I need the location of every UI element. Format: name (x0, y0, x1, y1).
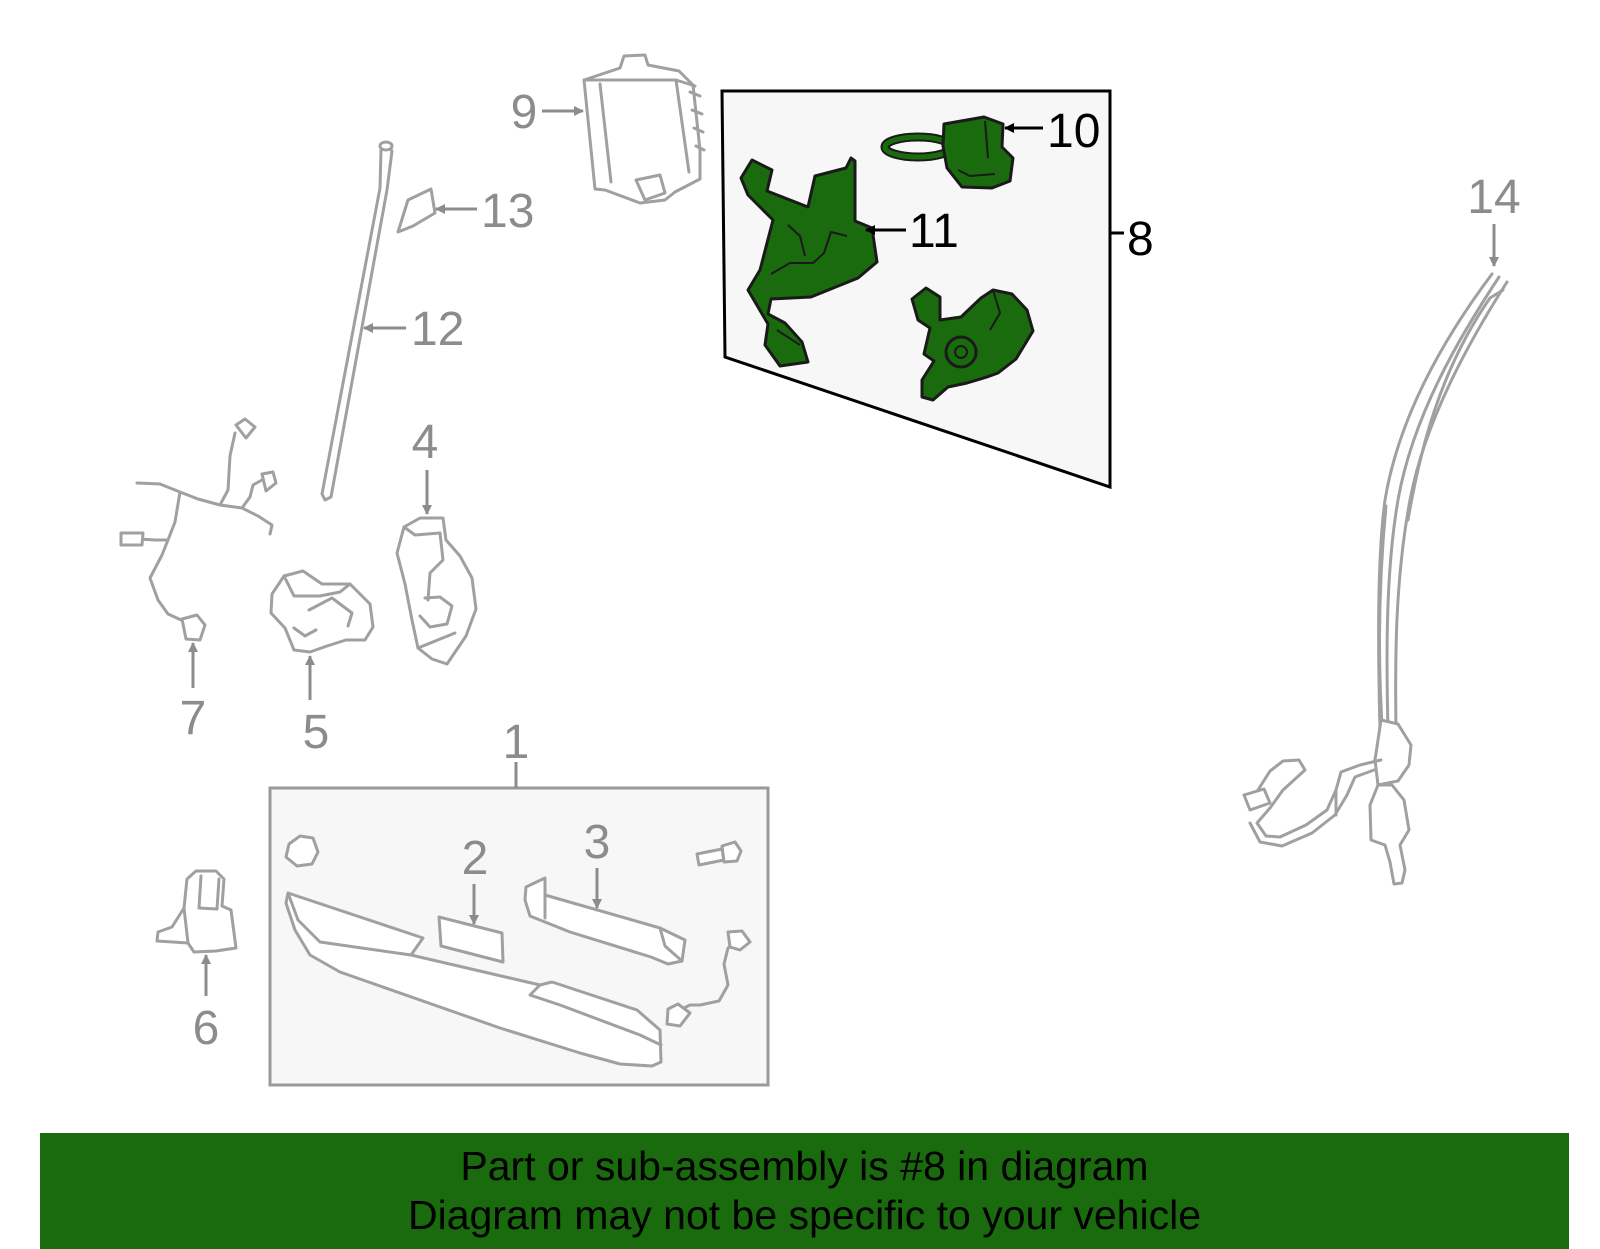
callout-2: 2 (462, 832, 489, 925)
callout-7: 7 (180, 642, 207, 745)
callout-label-11: 11 (909, 205, 959, 258)
callout-5: 5 (303, 655, 330, 759)
part-4-latch[interactable] (395, 516, 478, 666)
part-9-control-module[interactable] (582, 53, 706, 205)
part-12-rod[interactable] (320, 140, 394, 502)
callout-label-10: 10 (1047, 105, 1100, 158)
callout-label-3: 3 (584, 816, 611, 869)
callout-label-7: 7 (180, 692, 207, 745)
callout-6: 6 (193, 954, 220, 1055)
banner-line-part: Part or sub-assembly is #8 in diagram (460, 1143, 1149, 1189)
part-8-latch-mechanism[interactable] (910, 286, 1035, 402)
callout-9: 9 (511, 86, 584, 139)
part-3-trim-strip[interactable] (523, 876, 687, 966)
callout-label-13: 13 (481, 185, 534, 238)
callout-label-1: 1 (503, 716, 530, 769)
callout-4: 4 (412, 416, 439, 515)
callout-label-5: 5 (303, 706, 330, 759)
info-banner: Part or sub-assembly is #8 in diagram Di… (40, 1133, 1569, 1249)
part-6-bracket[interactable] (155, 869, 238, 954)
callout-14: 14 (1467, 171, 1521, 267)
callout-12: 12 (363, 303, 464, 356)
part-14-channel[interactable] (1242, 272, 1509, 886)
callout-label-14: 14 (1467, 171, 1520, 224)
wire-harness-small[interactable] (665, 929, 752, 1028)
part-5-actuator[interactable] (269, 569, 375, 654)
callout-8: 8 (1127, 213, 1154, 266)
callout-label-8: 8 (1127, 213, 1154, 266)
part-10-lock-cylinder[interactable] (880, 115, 1015, 190)
part-1-handle-bar[interactable] (284, 891, 663, 1068)
part-2-pad[interactable] (437, 915, 505, 964)
callout-label-9: 9 (511, 86, 538, 139)
callout-10: 10 (1004, 105, 1100, 158)
callout-3: 3 (584, 816, 611, 909)
bolt[interactable] (695, 840, 743, 867)
callout-13: 13 (435, 185, 534, 238)
callout-label-4: 4 (412, 416, 439, 469)
callout-1: 1 (503, 716, 530, 769)
callout-11: 11 (865, 205, 959, 258)
banner-line-disclaimer: Diagram may not be specific to your vehi… (407, 1192, 1201, 1238)
part-11-latch-bracket[interactable] (739, 156, 879, 368)
part-7-wiring-harness[interactable] (119, 417, 278, 642)
nut[interactable] (284, 834, 320, 868)
callout-label-6: 6 (193, 1002, 220, 1055)
part-13-clip[interactable] (396, 187, 437, 234)
callout-label-2: 2 (462, 832, 489, 885)
callout-label-12: 12 (411, 303, 464, 356)
